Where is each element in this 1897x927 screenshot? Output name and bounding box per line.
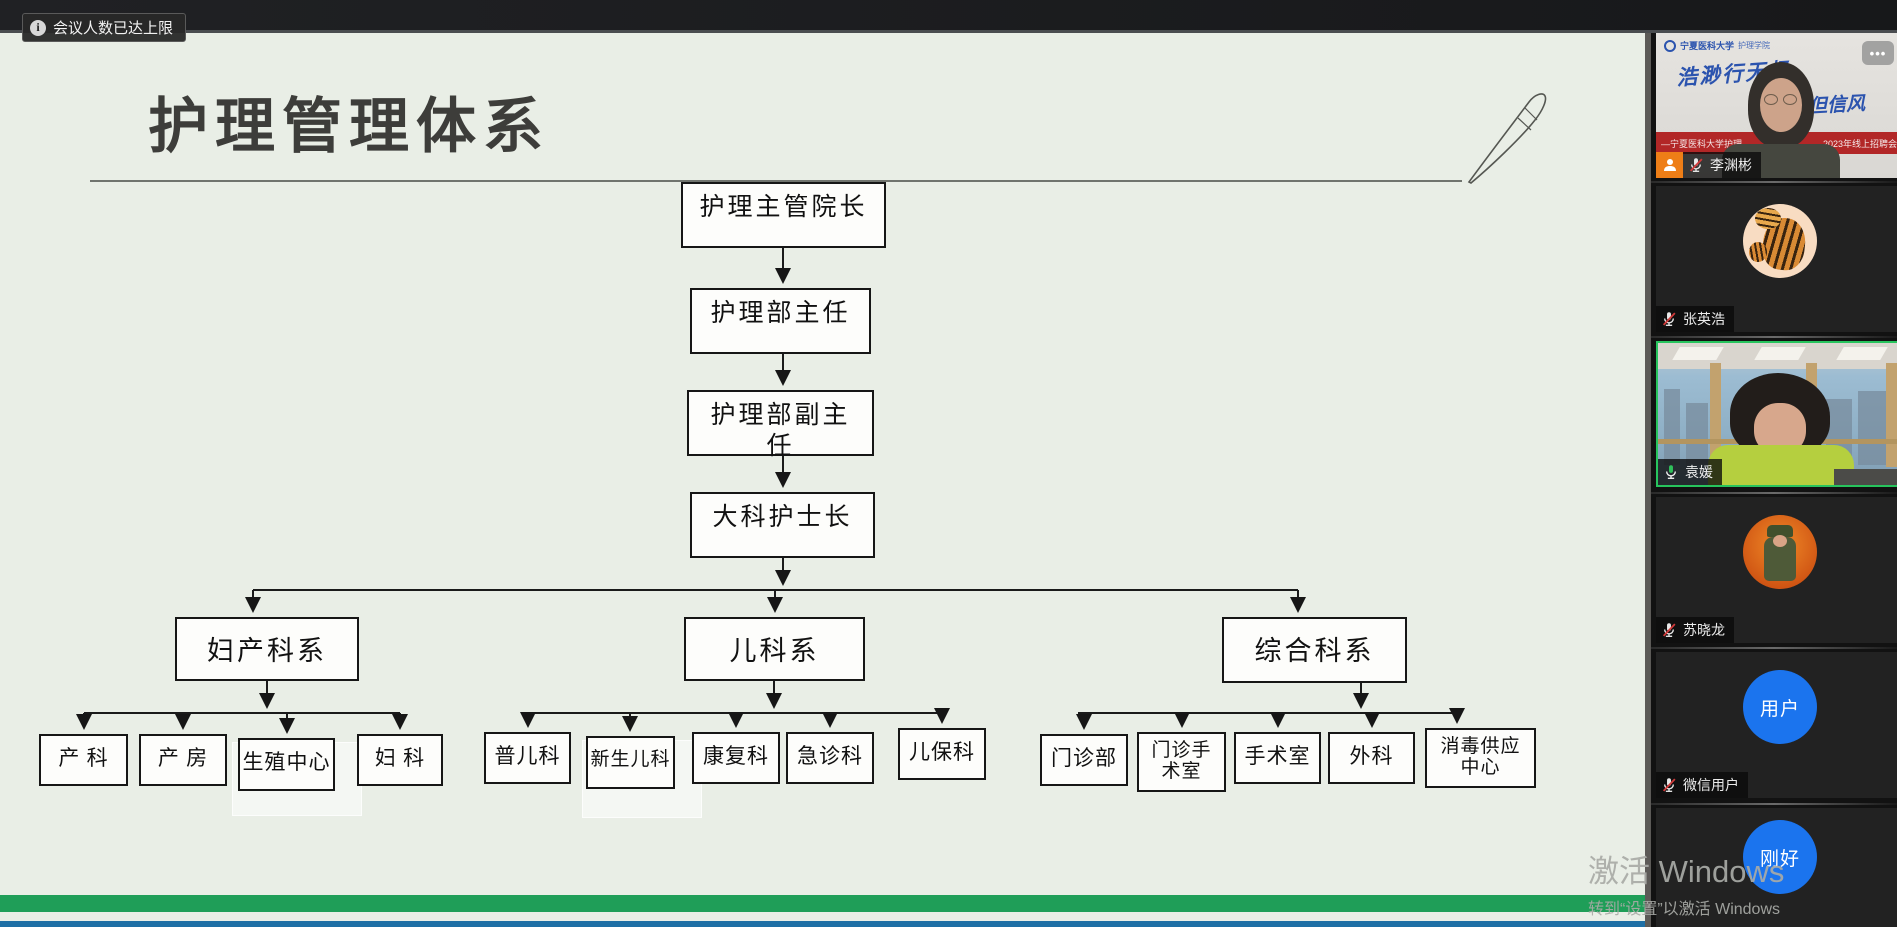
more-options-button[interactable]: ••• [1862, 41, 1894, 65]
person-icon [1663, 159, 1676, 171]
name-badge: 微信用户 [1656, 772, 1748, 798]
banner-strip-left: —宁夏医科大学护理 [1661, 138, 1743, 149]
org-chart-connectors [76, 248, 1465, 734]
notification-text: 会议人数已达上限 [53, 20, 174, 37]
university-name: 宁夏医科大学 [1680, 41, 1735, 51]
participant-tile-zhangyinghao[interactable]: 张英浩 [1656, 186, 1897, 332]
skyline-building [1686, 403, 1708, 465]
participant-name: 苏晓龙 [1683, 622, 1725, 638]
participant-tile-ganghao[interactable]: 刚好 [1656, 808, 1897, 927]
active-mic-icon [1666, 465, 1676, 479]
window-frame [1886, 363, 1897, 467]
watermark-line2: 转到“设置”以激活 Windows [1588, 901, 1781, 919]
presenter-badge [1656, 152, 1683, 178]
org-box-child: 康复科 [692, 732, 780, 784]
org-box-chain-4: 大科护士长 [690, 492, 875, 558]
org-box-child: 儿保科 [898, 728, 986, 780]
slide-blue-bar [0, 921, 1645, 927]
org-box-child: 妇 科 [357, 734, 443, 786]
muted-mic-icon [1662, 778, 1676, 792]
ceiling-light [1672, 347, 1724, 360]
avatar-tiger [1743, 204, 1817, 278]
participant-tile-suxiaolong[interactable]: 苏晓龙 [1656, 497, 1897, 643]
participant-name: 李渊彬 [1710, 157, 1752, 173]
glasses-icon [1764, 94, 1778, 105]
info-icon: i [30, 19, 46, 36]
pen-doodle-icon [1467, 93, 1547, 184]
slide-title: 护理管理体系 [148, 93, 550, 160]
soldier-cap-shape [1767, 525, 1793, 537]
org-box-child: 产 房 [139, 734, 227, 786]
window-frame [1710, 363, 1721, 467]
org-box-child: 消毒供应中心 [1425, 728, 1536, 788]
org-box-child: 门诊手术室 [1137, 732, 1226, 792]
college-name: 护理学院 [1738, 41, 1771, 50]
org-box-chain-2: 护理部主任 [690, 288, 871, 354]
muted-mic-icon [1662, 312, 1676, 326]
university-logo-icon [1664, 39, 1676, 52]
university-logo: 宁夏医科大学 护理学院 [1664, 39, 1770, 52]
banner-strip-right: 2023年线上招聘会 [1822, 138, 1897, 149]
participants-sidebar: 宁夏医科大学 护理学院 浩渺行无极 但信风 —宁夏医科大学护理 2023年线上招… [1645, 30, 1897, 927]
participant-tile-liyuanbin[interactable]: 宁夏医科大学 护理学院 浩渺行无极 但信风 —宁夏医科大学护理 2023年线上招… [1656, 32, 1897, 178]
org-box-child: 门诊部 [1040, 734, 1128, 786]
participant-shirt [1708, 445, 1854, 485]
org-box-child: 急诊科 [786, 732, 874, 784]
org-box-chain-3: 护理部副主任 [687, 390, 874, 460]
windows-activation-watermark: 激活 Windows 转到“设置”以激活 Windows [1588, 854, 1785, 919]
watermark-line1: 激活 Windows [1588, 854, 1785, 889]
org-box-child: 产 科 [39, 734, 128, 786]
title-underline [90, 180, 1462, 182]
tiger-head-shape [1755, 208, 1781, 229]
slide-green-bar [0, 895, 1645, 912]
calligraphy-slogan-right: 但信风 [1807, 93, 1866, 118]
org-box-chain-1: 护理主管院长 [681, 182, 886, 248]
org-box-branch-pediatrics: 儿科系 [684, 617, 865, 681]
name-badge: 张英浩 [1656, 306, 1734, 332]
org-box-child: 普儿科 [484, 732, 571, 784]
participant-tile-wechat-user[interactable]: 用户 微信用户 [1656, 652, 1897, 798]
top-bar [0, 0, 1897, 33]
avatar-soldier [1743, 515, 1817, 589]
participant-name: 袁媛 [1685, 464, 1713, 480]
org-box-child: 外科 [1328, 732, 1415, 784]
name-badge: 袁媛 [1658, 459, 1722, 485]
name-badge: 苏晓龙 [1656, 617, 1734, 643]
avatar-text-circle: 用户 [1743, 670, 1817, 744]
participant-tile-yuanyuan-active-speaker[interactable]: 袁媛 [1656, 341, 1897, 487]
avatar-text-circle: 刚好 [1743, 820, 1817, 894]
glasses-icon [1783, 94, 1797, 105]
org-box-branch-general: 综合科系 [1222, 617, 1407, 683]
org-box-child: 手术室 [1234, 732, 1321, 784]
participant-name: 微信用户 [1683, 777, 1739, 793]
meeting-full-notification: i 会议人数已达上限 [22, 13, 187, 42]
tiger-cub-shape [1749, 242, 1767, 262]
name-badge: 李渊彬 [1683, 152, 1761, 178]
org-box-child: 新生儿科 [586, 736, 675, 789]
shared-screen-slide: 护理管理体系 [0, 30, 1645, 927]
org-box-child: 生殖中心 [238, 738, 335, 791]
participant-face [1760, 78, 1802, 132]
soldier-face-shape [1773, 535, 1787, 547]
org-box-branch-obstetrics: 妇产科系 [175, 617, 359, 681]
participant-name: 张英浩 [1683, 311, 1725, 327]
ceiling-light [1754, 347, 1806, 360]
desk [1834, 469, 1897, 485]
ceiling-light [1836, 347, 1888, 360]
skyline-building [1664, 389, 1680, 465]
muted-mic-icon [1689, 158, 1703, 172]
skyline-building [1858, 391, 1888, 465]
muted-mic-icon [1662, 623, 1676, 637]
